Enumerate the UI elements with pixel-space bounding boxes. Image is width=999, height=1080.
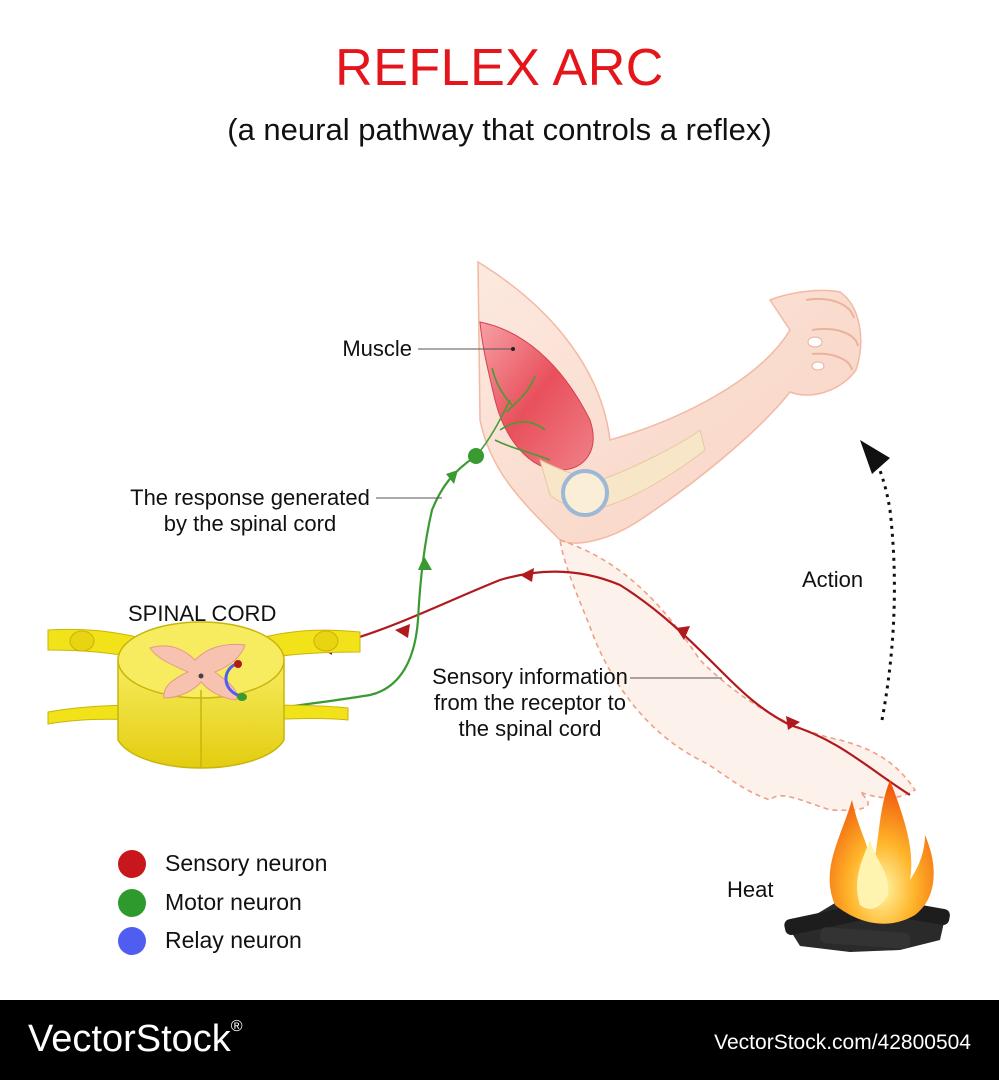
reflex-arc-illustration <box>47 260 950 952</box>
grey-matter <box>149 643 246 701</box>
motor-color-swatch <box>118 889 146 917</box>
legend-label: Sensory neuron <box>165 850 328 876</box>
biceps-muscle <box>479 321 594 471</box>
action-arrow-path <box>872 454 896 721</box>
action-label: Action <box>802 567 864 592</box>
sensory-color-swatch <box>118 850 146 878</box>
action-arrow-head <box>860 440 890 474</box>
response-label: The response generated by the spinal cor… <box>120 485 380 537</box>
neuromuscular-junction <box>468 448 484 464</box>
muscle-label: Muscle <box>342 336 412 361</box>
logo-text: VectorStock <box>28 1018 231 1060</box>
response-label-line1: The response generated <box>130 485 370 510</box>
lowered-forearm-outline <box>558 538 917 812</box>
spinal-cord-cross-section <box>47 621 361 769</box>
motor-nerve-branches <box>475 367 551 461</box>
watermark-footer: VectorStock® VectorStock.com/42800504 <box>0 1000 999 1080</box>
flexed-arm <box>418 260 862 544</box>
motor-cell-body <box>237 693 247 701</box>
response-label-line2: by the spinal cord <box>163 511 337 536</box>
log <box>784 904 864 936</box>
sensory-arrow <box>676 626 690 640</box>
diagram-title: REFLEX ARC <box>335 39 664 97</box>
fist-fingers <box>805 298 859 371</box>
spinal-cord-label: SPINAL CORD <box>128 601 277 626</box>
sensory-synapse <box>234 660 242 668</box>
sensory-arrow <box>395 624 410 638</box>
ventral-root-left <box>47 704 141 725</box>
log <box>819 927 911 949</box>
fingernail <box>811 361 825 371</box>
diagram-subtitle: (a neural pathway that controls a reflex… <box>227 112 772 147</box>
sensory-info-label: Sensory information from the receptor to… <box>420 664 640 742</box>
registered-mark: ® <box>230 1018 243 1035</box>
campfire <box>784 780 950 952</box>
fingernail <box>807 336 823 348</box>
sensory-info-line1: Sensory information <box>432 664 628 689</box>
sensory-arrow <box>786 716 800 730</box>
heat-label: Heat <box>727 877 774 902</box>
flame <box>829 780 934 924</box>
relay-neuron <box>224 662 241 698</box>
muscle-leader-dot <box>511 347 515 351</box>
sensory-arrow <box>520 568 534 582</box>
vectorstock-logo: VectorStock® <box>28 1018 243 1061</box>
motor-arrow <box>418 556 432 570</box>
dorsal-ganglion-left <box>69 630 95 652</box>
flame-core <box>857 840 889 909</box>
image-id: VectorStock.com/42800504 <box>714 1031 971 1054</box>
legend-label: Motor neuron <box>165 889 302 915</box>
sensory-info-line2: from the receptor to <box>434 690 626 715</box>
central-canal <box>198 673 204 679</box>
sensory-info-line3: the spinal cord <box>458 716 602 741</box>
dorsal-ganglion-right <box>313 630 339 652</box>
elbow-joint <box>561 469 609 517</box>
relay-color-swatch <box>118 927 146 955</box>
motor-arrow <box>446 470 458 484</box>
legend-label: Relay neuron <box>165 927 302 953</box>
